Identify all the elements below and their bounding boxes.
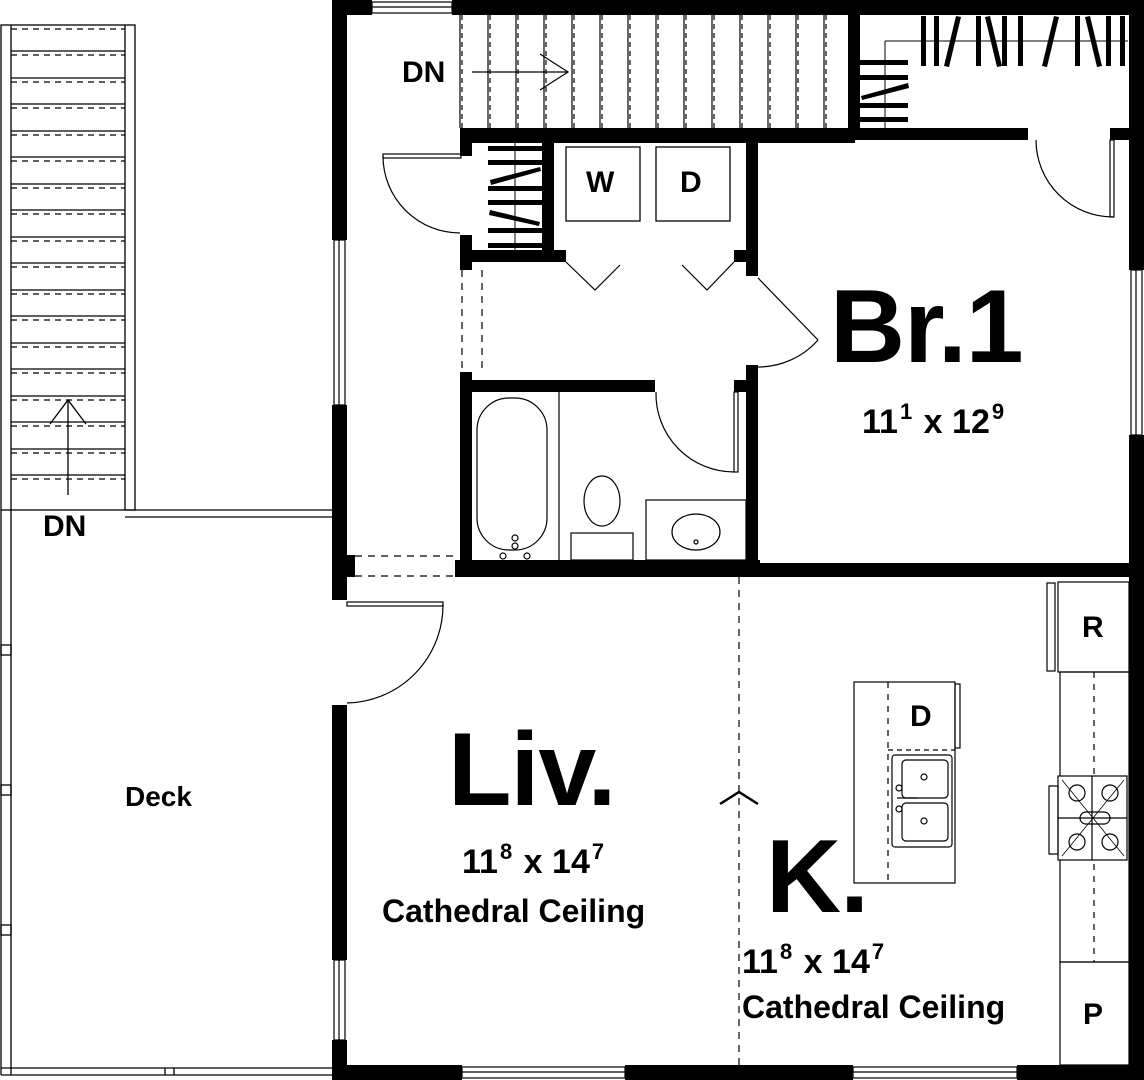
- dryer: [655, 146, 731, 222]
- living-ceiling-note: Cathedral Ceiling: [382, 893, 646, 929]
- range-stove: [1048, 775, 1128, 861]
- exterior-walls: [332, 0, 1144, 1080]
- sink: [671, 513, 721, 551]
- interior-walls: [347, 15, 1129, 577]
- ceiling-ridge-marker: [719, 790, 759, 806]
- washer-label: W: [586, 166, 615, 199]
- vanity: [645, 499, 747, 561]
- deck-outline: [0, 509, 332, 1076]
- interior-stair: [459, 15, 827, 128]
- exterior-stair-label: DN: [43, 510, 87, 543]
- dashed-openings: [355, 270, 740, 1065]
- windows: [333, 1, 1143, 1079]
- double-sink: [891, 754, 953, 848]
- exterior-stair: [0, 24, 136, 511]
- living-dimensions: 118 x 147: [462, 839, 605, 881]
- kitchen-fixtures: [853, 581, 1130, 1066]
- bathtub: [476, 397, 548, 551]
- kitchen-ceiling-note: Cathedral Ceiling: [742, 989, 1006, 1025]
- pantry: [1059, 961, 1130, 1066]
- kitchen-dimensions: 118 x 147: [742, 939, 885, 981]
- dryer-label: D: [680, 166, 702, 199]
- interior-stair-label: DN: [402, 56, 446, 89]
- refrigerator-label: R: [1082, 611, 1104, 644]
- living-name: Liv.: [448, 712, 616, 828]
- toilet: [583, 475, 621, 527]
- bedroom-name: Br.1: [830, 269, 1024, 385]
- laundry-appliances: [565, 146, 731, 222]
- dishwasher-label: D: [910, 700, 932, 733]
- deck-label: Deck: [125, 781, 192, 812]
- washer: [565, 146, 641, 222]
- pantry-label: P: [1083, 998, 1104, 1031]
- bathroom-fixtures: [476, 392, 747, 561]
- doors: [346, 139, 1115, 704]
- kitchen-name: K.: [766, 819, 869, 935]
- kitchen-island: [853, 681, 956, 884]
- bedroom-dimensions: 111 x 129: [862, 399, 1005, 441]
